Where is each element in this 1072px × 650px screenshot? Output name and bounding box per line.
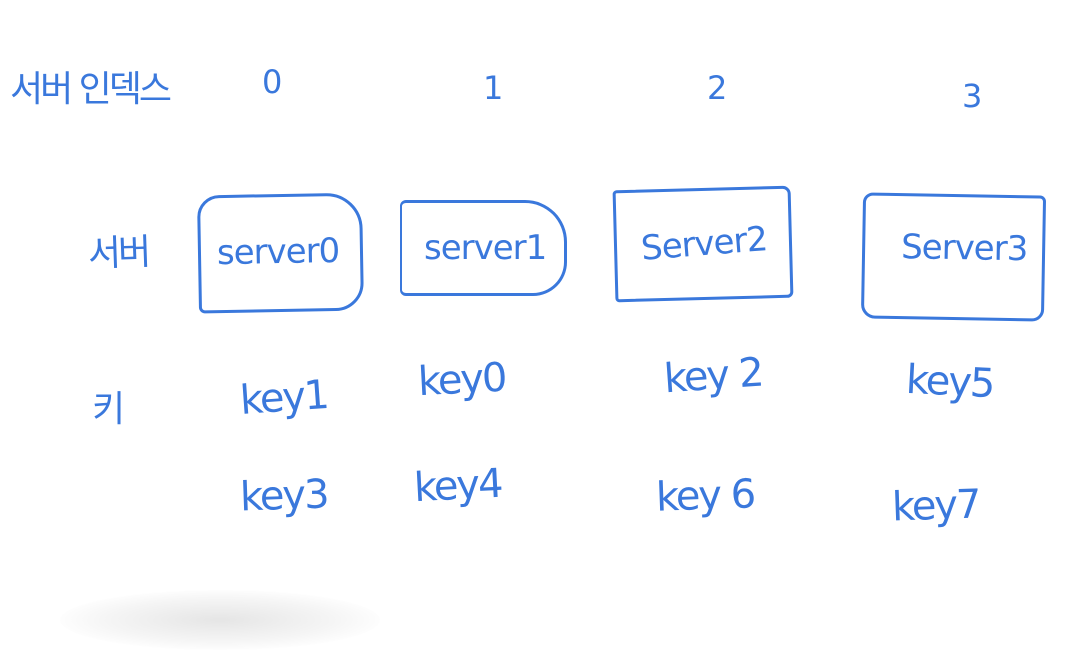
index-0: 0: [262, 63, 283, 101]
key-server1-first: key0: [416, 354, 507, 406]
key-row-label: 키: [92, 389, 125, 430]
server-3-label: Server3: [900, 227, 1028, 270]
index-2: 2: [707, 69, 728, 107]
server-2-box: Server2: [612, 185, 794, 303]
server-row-label: 서버: [87, 231, 149, 276]
index-3: 3: [962, 77, 983, 115]
key-server0-first: key1: [238, 372, 329, 424]
key-server2-second: key 6: [655, 471, 755, 521]
key-server1-second: key4: [412, 460, 503, 512]
shadow-smudge: [60, 590, 380, 650]
server-3-box: Server3: [860, 192, 1047, 322]
index-1: 1: [483, 69, 504, 107]
key-server3-second: key7: [891, 481, 981, 531]
key-server3-first: key5: [904, 356, 995, 408]
server-index-row-label: 서버 인덱스: [10, 69, 172, 110]
server-2-label: Server2: [639, 219, 769, 269]
key-server2-first: key 2: [662, 349, 764, 403]
server-1-box: server1: [400, 200, 567, 296]
server-0-box: server0: [196, 192, 365, 314]
server-1-label: server1: [424, 228, 547, 268]
server-0-label: server0: [216, 230, 340, 274]
key-server0-second: key3: [239, 471, 329, 521]
